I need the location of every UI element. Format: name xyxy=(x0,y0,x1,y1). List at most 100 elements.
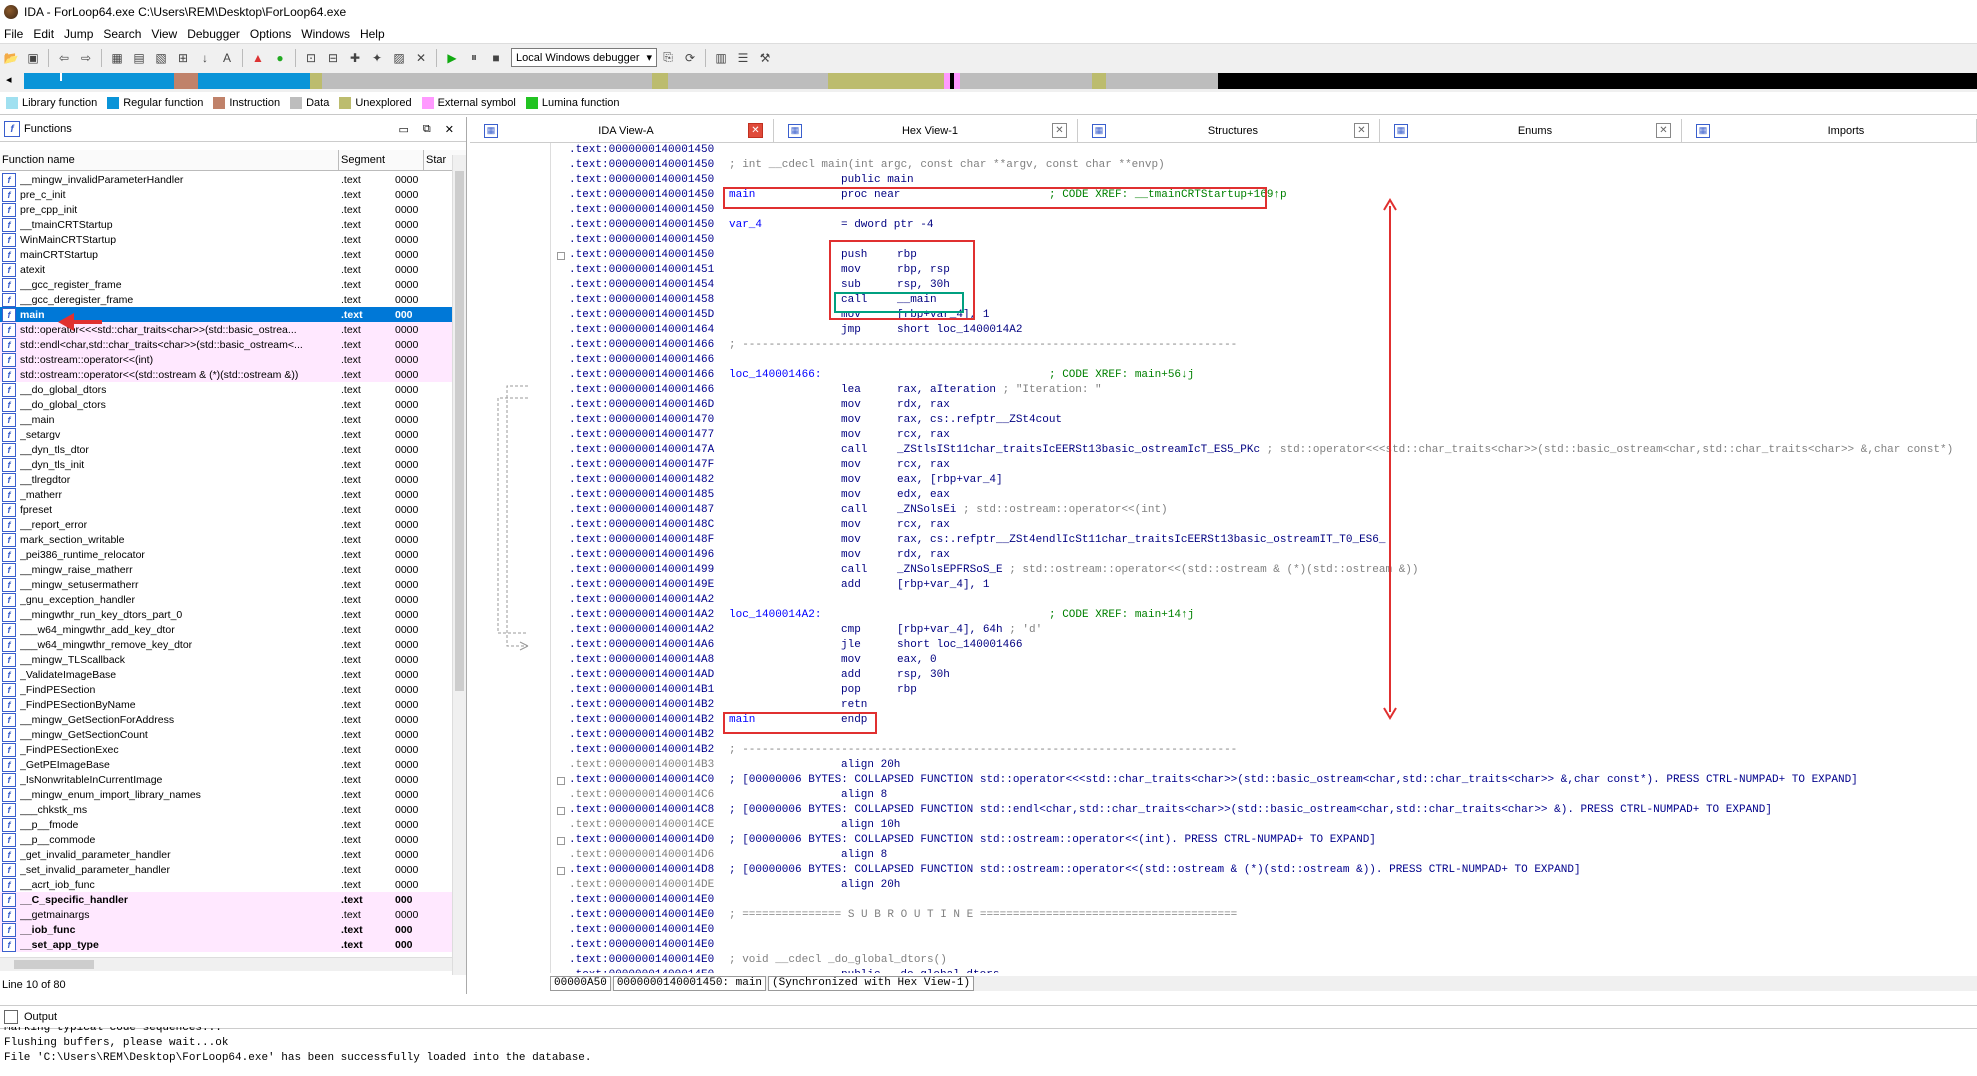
tools-icon[interactable]: ⚒ xyxy=(759,50,771,65)
code-label[interactable]: main xyxy=(729,189,756,201)
code-label[interactable]: loc_1400014A2: xyxy=(729,609,822,621)
disasm-line[interactable]: .text:0000000140001466 xyxy=(551,353,1977,368)
functions-vertical-scrollbar[interactable] xyxy=(452,155,466,975)
list-icon[interactable]: ☰ xyxy=(737,50,749,65)
functions-horizontal-scrollbar[interactable] xyxy=(0,957,452,971)
scroll-thumb[interactable] xyxy=(455,171,464,691)
nav-left-arrow-icon[interactable]: ◂ xyxy=(6,74,12,86)
operand-text[interactable]: [rbp+var_4], 1 xyxy=(897,579,990,591)
menu-item-options[interactable]: Options xyxy=(249,26,292,41)
operand-text[interactable]: rcx, rax xyxy=(897,429,950,441)
operand-text[interactable]: rbp xyxy=(897,249,917,261)
float-icon[interactable]: ⧉ xyxy=(422,122,431,135)
restore-icon[interactable]: ▭ xyxy=(398,123,409,136)
attach-icon[interactable]: ⎘ xyxy=(663,50,673,64)
collapse-box-icon[interactable] xyxy=(557,837,565,845)
code-label[interactable]: loc_140001466: xyxy=(729,369,822,381)
operand-text[interactable]: __main xyxy=(897,294,937,306)
output-window[interactable]: Marking typical code sequences...Flushin… xyxy=(0,1027,1977,1076)
graph-icon[interactable]: ▥ xyxy=(715,50,727,65)
scroll-thumb[interactable] xyxy=(14,960,94,969)
operand-text[interactable]: short loc_1400014A2 xyxy=(897,324,1023,336)
stop-icon[interactable]: ■ xyxy=(492,50,500,65)
operand-text[interactable]: _ZNSolsEPFRSoS_E xyxy=(897,564,1003,576)
disassembly-view[interactable]: .text:0000000140001450 .text:000000014000… xyxy=(550,143,1977,973)
close-icon[interactable]: ✕ xyxy=(1655,123,1671,138)
refresh-icon[interactable]: ⟳ xyxy=(684,50,696,65)
operand-text[interactable]: rsp, 30h xyxy=(897,279,950,291)
disasm-line[interactable]: .text:00000001400014A2 xyxy=(551,593,1977,608)
operand-text[interactable]: _ZNSolsEi xyxy=(897,504,957,516)
collapse-box-icon[interactable] xyxy=(557,867,565,875)
code-icon[interactable]: ⊞ xyxy=(177,50,189,65)
text-search-icon[interactable]: ▧ xyxy=(155,50,167,65)
operand-text[interactable]: [rbp+var_4], 64h xyxy=(897,624,1003,636)
debugger-select[interactable]: Local Windows debugger ▾ xyxy=(511,48,657,67)
operand-text[interactable]: eax, 0 xyxy=(897,654,937,666)
patch-icon[interactable]: ✦ xyxy=(371,50,383,65)
code-xref[interactable]: ; CODE XREF: main+56↓j xyxy=(1049,369,1195,381)
menu-item-search[interactable]: Search xyxy=(103,26,142,41)
disasm-line[interactable]: .text:0000000140001450 xyxy=(551,143,1977,158)
close-x-icon[interactable]: ✕ xyxy=(415,50,427,65)
hex-icon[interactable]: ▤ xyxy=(133,50,145,65)
operand-text[interactable]: _ZStlsISt11char_traitsIcEERSt13basic_ost… xyxy=(897,444,1261,456)
green-dot-icon[interactable]: ● xyxy=(276,50,284,65)
tab-imports[interactable]: ▦Imports xyxy=(1682,119,1977,142)
operand-text[interactable]: eax, [rbp+var_4] xyxy=(897,474,1003,486)
column-function-name[interactable]: Function name xyxy=(0,150,339,170)
close-icon[interactable]: ✕ xyxy=(747,123,763,138)
menu-item-edit[interactable]: Edit xyxy=(33,26,55,41)
column-start[interactable]: Star xyxy=(426,154,447,166)
disasm-line[interactable]: .text:00000001400014B2; ----------------… xyxy=(551,743,1977,758)
plus-icon[interactable]: ✚ xyxy=(349,50,361,65)
operand-text[interactable]: rbp xyxy=(897,684,917,696)
struct-icon[interactable]: ⊟ xyxy=(327,50,339,65)
